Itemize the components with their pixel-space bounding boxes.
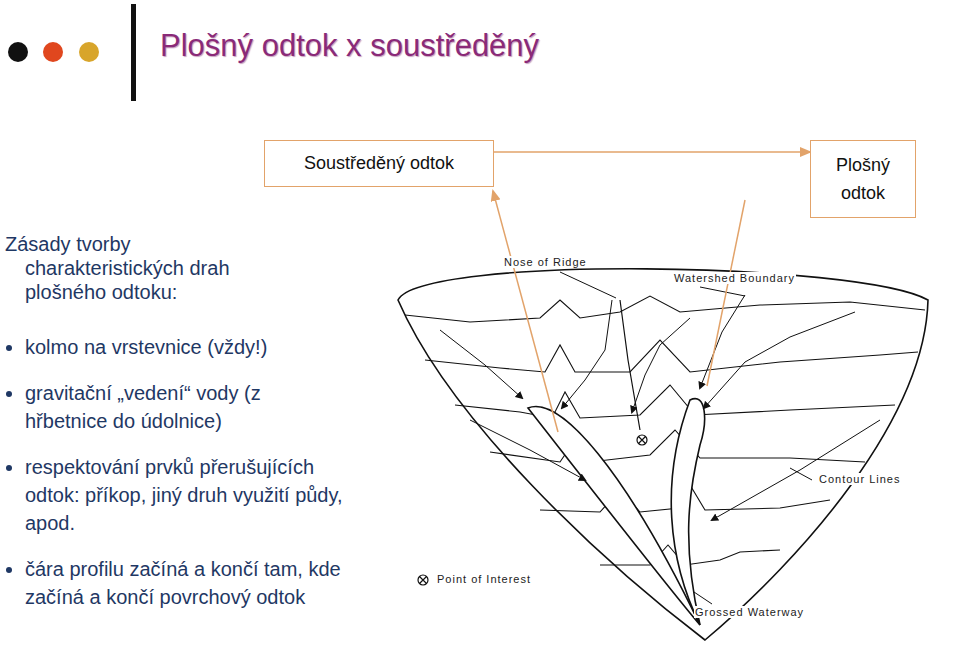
- bullet-text: gravitační „vedení“ vody (z hřbetnice do…: [25, 382, 261, 432]
- slide-title: Plošný odtok x soustředěný: [160, 28, 539, 64]
- bullet-list: kolmo na vrstevnice (vždy!) gravitační „v…: [5, 333, 345, 629]
- callout-box: Plošný odtok: [810, 140, 916, 218]
- bullet-text: kolmo na vrstevnice (vždy!): [25, 336, 267, 358]
- contour-lines: [405, 296, 925, 565]
- vertical-bar: [131, 4, 136, 101]
- bullet-item: gravitační „vedení“ vody (z hřbetnice do…: [25, 379, 345, 435]
- waterway: [528, 399, 705, 625]
- illustration-label: Watershed Boundary: [673, 272, 796, 284]
- watershed-boundary: [398, 269, 928, 640]
- section-heading: Zásady tvorby charakteristických drah pl…: [5, 232, 285, 304]
- illustration-label: Grossed Waterway: [694, 606, 805, 618]
- flow-arrows: [440, 295, 880, 520]
- callout-leaders: [493, 191, 745, 432]
- bullet-item: kolmo na vrstevnice (vždy!): [25, 333, 345, 361]
- bullet-text: čára profilu začíná a končí tam, kde zač…: [25, 558, 341, 608]
- callout-box: Soustředěný odtok: [264, 140, 494, 187]
- illustration-label: Contour Lines: [818, 473, 902, 485]
- bullet-text: respektování prvků přerušujících odtok: …: [25, 456, 343, 534]
- bullet-item: čára profilu začíná a končí tam, kde zač…: [25, 555, 345, 611]
- box-text: Plošný odtok: [823, 151, 903, 207]
- illustration-label: Point of Interest: [436, 573, 532, 585]
- connector: [494, 151, 810, 153]
- illustration-label: Nose of Ridge: [503, 256, 588, 268]
- ridge-line: [620, 300, 640, 430]
- point-of-interest-symbol: [418, 435, 647, 585]
- dot: [79, 42, 99, 62]
- leader-lines: [560, 272, 812, 604]
- bullet-item: respektování prvků přerušujících odtok: …: [25, 453, 345, 537]
- box-text: Soustředěný odtok: [304, 153, 454, 174]
- dot: [8, 42, 28, 62]
- dot: [43, 42, 63, 62]
